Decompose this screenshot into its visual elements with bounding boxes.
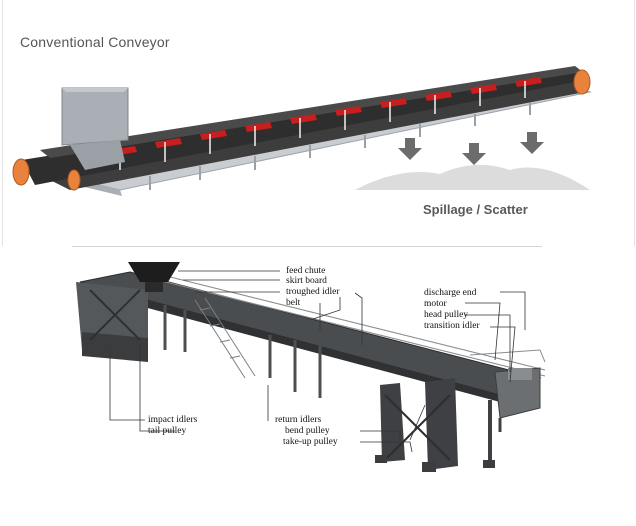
conventional-conveyor-illustration	[12, 66, 592, 196]
label-transition-idler: transition idler	[424, 321, 480, 331]
spillage-arrows	[398, 132, 544, 165]
down-arrow-icon	[520, 132, 544, 154]
carrying-belt	[22, 70, 585, 185]
label-return-idlers: return idlers	[275, 415, 322, 425]
feed-hopper	[61, 87, 129, 170]
label-troughed-idler: troughed idler	[286, 287, 340, 297]
spillage-piles	[355, 164, 590, 190]
label-skirt-board: skirt board	[286, 276, 327, 286]
label-bend-pulley: bend pulley	[285, 426, 330, 436]
label-feed-chute: feed chute	[286, 266, 326, 276]
down-arrow-icon	[398, 138, 422, 160]
label-impact-idlers: impact idlers	[148, 415, 198, 425]
label-take-up-pulley: take-up pulley	[283, 437, 338, 447]
label-tail-pulley: tail pulley	[148, 426, 187, 436]
label-discharge-end: discharge end	[424, 288, 477, 298]
return-belt	[20, 80, 585, 190]
conventional-conveyor-panel: Conventional Conveyor	[0, 0, 636, 246]
panel-title: Conventional Conveyor	[20, 34, 170, 50]
panel-caption: Spillage / Scatter	[423, 202, 528, 217]
tail-pulley	[12, 158, 30, 186]
frame-supports	[149, 103, 531, 190]
panel-border-right	[634, 0, 635, 246]
troughed-idlers	[110, 77, 542, 156]
label-belt: belt	[286, 298, 301, 308]
panel-divider	[72, 246, 542, 247]
label-head-pulley: head pulley	[424, 310, 469, 320]
down-arrow-icon	[462, 143, 486, 165]
head-pulley	[573, 69, 591, 95]
leader-lines	[109, 270, 526, 453]
panel-border-left	[2, 0, 3, 246]
label-motor: motor	[424, 299, 447, 309]
